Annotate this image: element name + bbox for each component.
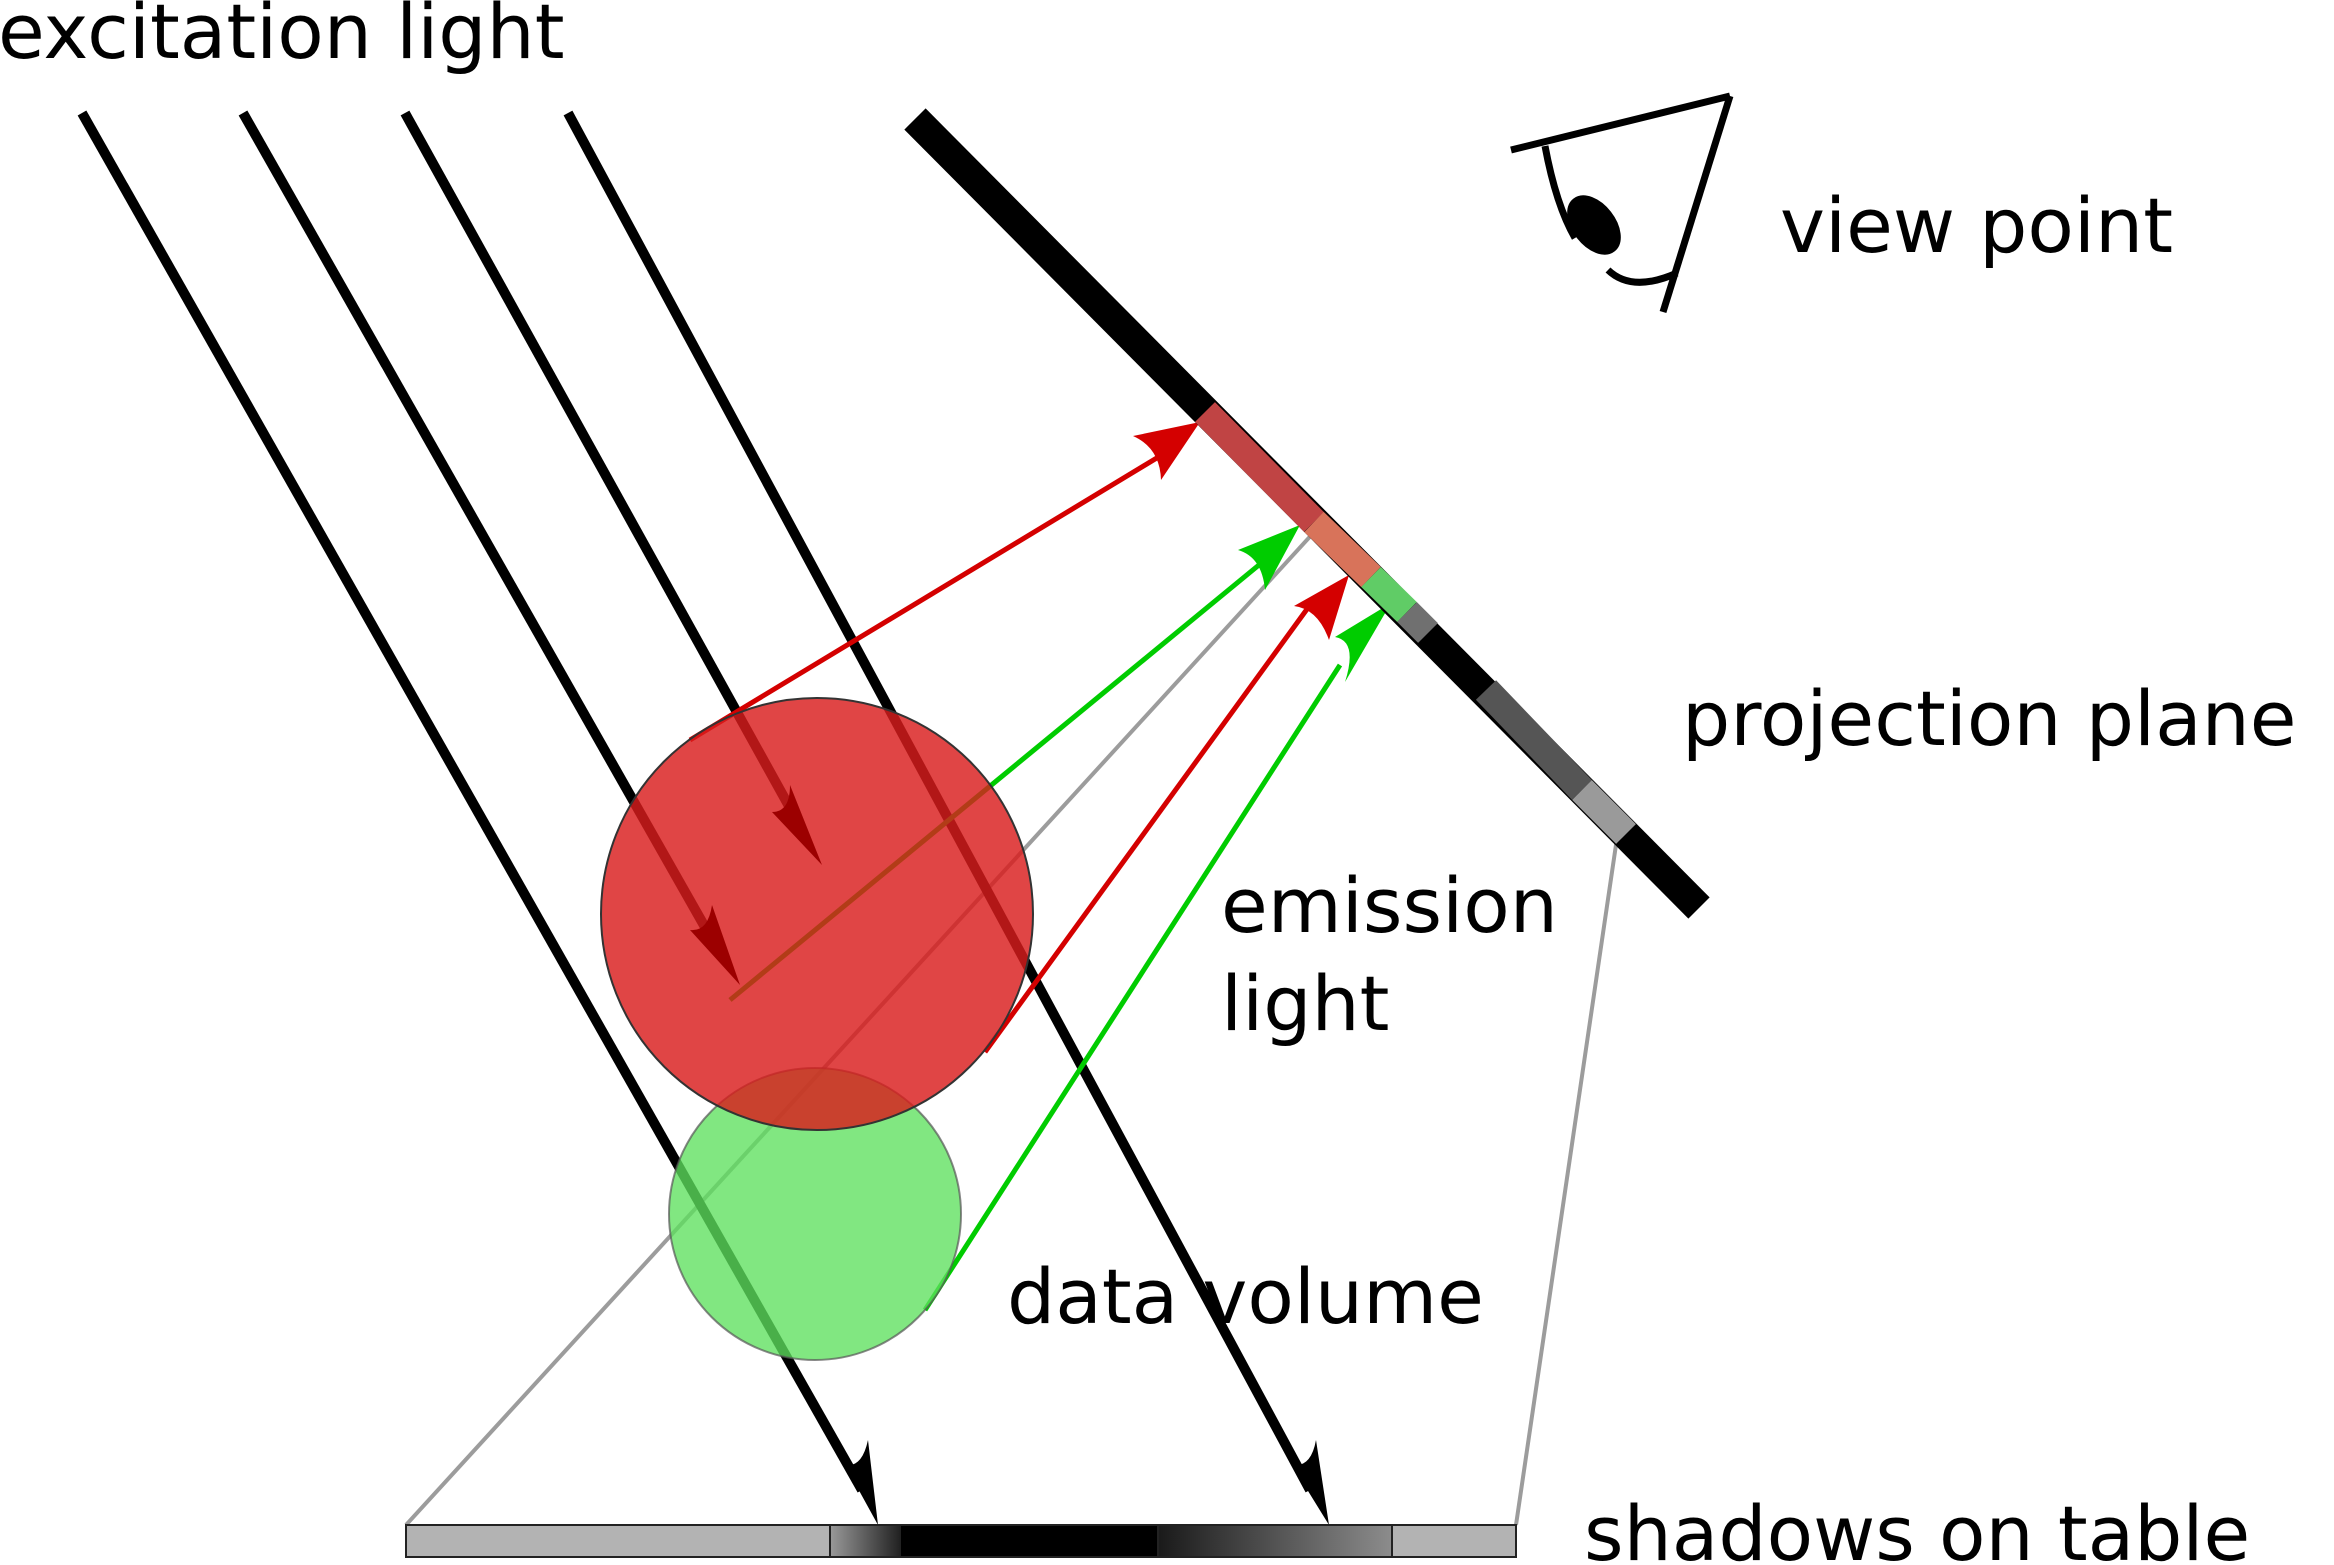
label-excitation-light: excitation light (0, 0, 565, 76)
label-shadows-on-table: shadows on table (1584, 1489, 2250, 1565)
label-emission: emission (1221, 861, 1558, 950)
label-projection-plane: projection plane (1682, 674, 2297, 763)
arrowhead-ray-3 (772, 785, 822, 865)
arrowhead-ray-1 (845, 1440, 878, 1525)
table-segment-gradient-right (1157, 1524, 1393, 1558)
projection-segment-red (1195, 402, 1324, 532)
table-shadow-bar (405, 1524, 1517, 1558)
projection-segment-green (1361, 566, 1417, 623)
red-arrowhead-1 (1133, 422, 1200, 480)
guide-line-right (1514, 837, 1619, 1526)
projection-segment-gray (1397, 602, 1438, 643)
label-light: light (1221, 959, 1389, 1048)
table-segment-gradient-left (829, 1524, 901, 1558)
arrowhead-ray-4 (1292, 1440, 1329, 1525)
table-segment-light-left (405, 1524, 831, 1558)
green-arrowhead-2 (1335, 603, 1391, 682)
excitation-ray-3 (400, 110, 795, 811)
eye-icon (1510, 92, 1734, 314)
green-arrowhead-1 (1238, 525, 1300, 590)
label-data-volume: data volume (1007, 1252, 1484, 1341)
red-emission-ray-2 (982, 603, 1313, 1054)
label-view-point: view point (1780, 181, 2173, 270)
table-segment-dark (899, 1524, 1159, 1558)
projection-segment-light (1572, 780, 1636, 844)
projection-plane (904, 108, 1710, 919)
red-arrowhead-2 (1294, 575, 1349, 640)
arrowhead-ray-2 (690, 905, 740, 985)
projection-segment-gradient (1475, 680, 1593, 800)
projection-segment-orange (1304, 511, 1381, 588)
green-emission-ray-2 (922, 663, 1343, 1312)
red-emission-ray-1 (688, 447, 1172, 743)
red-data-volume (600, 697, 1034, 1131)
table-segment-light-right (1391, 1524, 1517, 1558)
